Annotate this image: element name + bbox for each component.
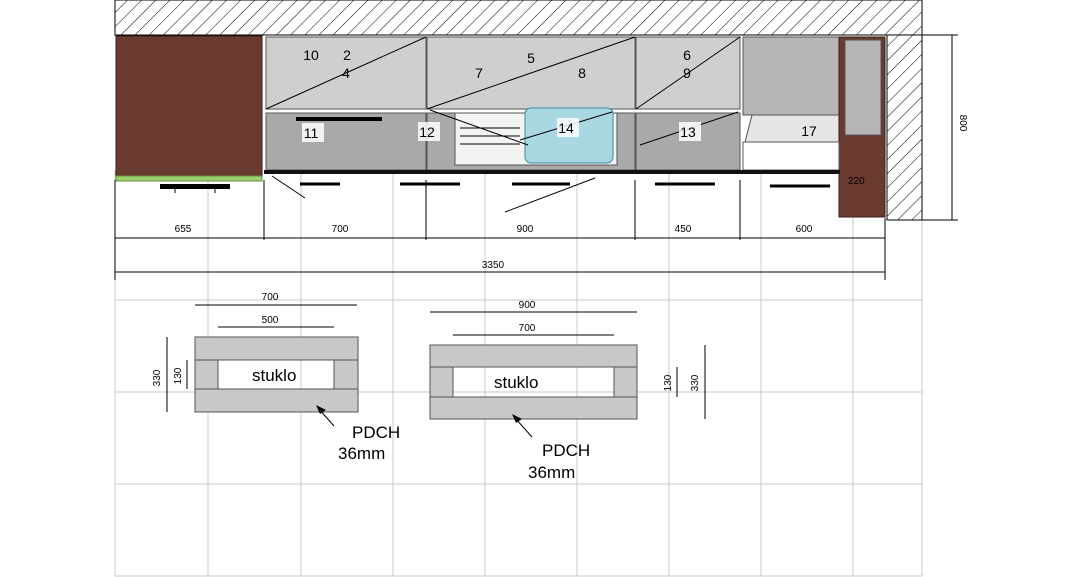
- detail1-note-line2: 36mm: [338, 444, 385, 463]
- unit-number-6: 6: [683, 47, 691, 63]
- unit-number-9: 9: [683, 65, 691, 81]
- total-width-label: 3350: [482, 260, 505, 271]
- wall-height-label: 800: [957, 115, 968, 132]
- unit-number-bg: [557, 118, 579, 137]
- unit-number-12: 12: [419, 124, 435, 140]
- plinth-handle: [160, 184, 230, 189]
- green-trim: [115, 175, 263, 182]
- detail1-height: 330: [152, 369, 163, 386]
- detail1-opening-height: 130: [173, 367, 184, 384]
- dishwasher: [742, 141, 840, 171]
- unit-number-17: 17: [801, 123, 817, 139]
- detail1-inner-width: 500: [262, 315, 279, 326]
- section-width-dimensions: 655 700 900 450 600: [175, 224, 813, 235]
- unit-number-bg: [679, 122, 701, 141]
- section-width-450: 450: [675, 224, 692, 235]
- section-width-900: 900: [517, 224, 534, 235]
- unit-number-2: 2: [343, 47, 351, 63]
- unit-number-4: 4: [342, 65, 350, 81]
- detail2-height: 330: [690, 374, 701, 391]
- detail2-note-line1: PDCH: [542, 441, 590, 460]
- detail2-opening-height: 130: [663, 374, 674, 391]
- detail1-outer-width: 700: [262, 292, 279, 303]
- unit-number-bg: [418, 122, 440, 141]
- detail2-outer-width: 900: [519, 300, 536, 311]
- ceiling-hatch: [114, 0, 923, 36]
- detail2-note-line2: 36mm: [528, 463, 575, 482]
- detail2-inner-width: 700: [519, 323, 536, 334]
- unit-number-bg: [302, 123, 324, 142]
- section-width-700: 700: [332, 224, 349, 235]
- detail1-glass-label: stuklo: [252, 366, 296, 385]
- unit-number-5: 5: [527, 50, 535, 66]
- base-cabinet-700: [265, 112, 427, 171]
- tall-wood-cabinet: [115, 35, 263, 177]
- unit-number-14: 14: [558, 120, 574, 136]
- detail1-note-line1: PDCH: [352, 423, 400, 442]
- unit-number-8: 8: [578, 65, 586, 81]
- unit-number-7: 7: [475, 65, 483, 81]
- cooktop: [296, 117, 382, 121]
- wall-hatch: [886, 34, 923, 221]
- unit-number-10: 10: [303, 47, 319, 63]
- countertop: [264, 170, 840, 174]
- unit-number-11: 11: [304, 125, 319, 141]
- unit-number-13: 13: [680, 124, 696, 140]
- unit-numbers: 10 2 4 5 7 8 6 9 11 12 14 13 17: [302, 47, 817, 142]
- small-panel-label: 220: [848, 176, 865, 187]
- section-width-600: 600: [796, 224, 813, 235]
- detail2-glass-label: stuklo: [494, 373, 538, 392]
- detail-700-frame: 700 500 stuklo 330 130 PDCH 36mm: [152, 292, 400, 463]
- detail-900-frame: 900 700 stuklo 330 130 PDCH 36mm: [429, 300, 706, 482]
- section-width-655: 655: [175, 224, 192, 235]
